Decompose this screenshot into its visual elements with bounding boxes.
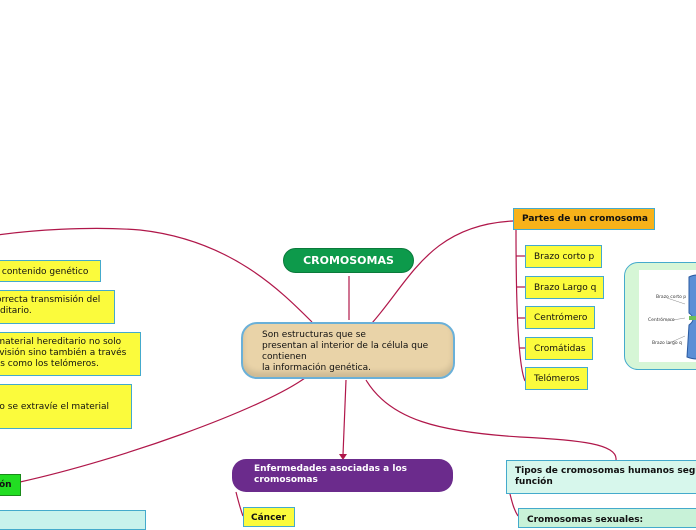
left-node-line: división sino también a través xyxy=(0,348,127,358)
enfermedades-node[interactable]: Enfermedades asociadas a los cromosomas xyxy=(232,459,453,492)
part-node-cromatidas[interactable]: Cromátidas xyxy=(525,337,593,360)
image-label-centromero: Centrómero xyxy=(648,318,675,323)
central-definition-node[interactable]: Son estructuras que se presentan al inte… xyxy=(241,322,455,379)
left-node-line: l material hereditario no solo xyxy=(0,337,122,347)
tipos-cromosomas-node[interactable]: Tipos de cromosomas humanos segu función xyxy=(506,460,696,494)
connector-center-left-bottom xyxy=(19,377,306,483)
connector-center-left-top xyxy=(0,227,313,323)
left-node-4[interactable]: e o se extravíe el material xyxy=(0,384,132,429)
left-node-line: e o se extravíe el material xyxy=(0,402,109,412)
left-node-2[interactable]: correcta transmisión del reditario. xyxy=(0,290,115,324)
partes-cromosoma-node[interactable]: Partes de un cromosoma xyxy=(513,208,655,230)
part-node-brazo-corto[interactable]: Brazo corto p xyxy=(525,245,602,268)
image-pointer-lines xyxy=(667,297,686,345)
enfermedades-line: cromosomas xyxy=(254,475,318,485)
connector-center-enf xyxy=(342,379,347,456)
definition-line: contienen xyxy=(262,352,307,362)
enfermedades-line: Enfermedades asociadas a los xyxy=(254,464,407,474)
left-node-line: correcta transmisión del xyxy=(0,295,101,305)
left-node-line: reditario. xyxy=(0,306,32,316)
left-node-green[interactable]: ón xyxy=(0,474,21,496)
connector-enf-cancer xyxy=(235,491,244,517)
image-label-brazo-corto: Brazo corto p xyxy=(656,295,687,300)
connector-center-tipos xyxy=(365,379,617,461)
chromosome-image-node[interactable]: Brazo corto p Centrómero Brazo largo q xyxy=(624,262,696,370)
definition-line: presentan al interior de la célula que xyxy=(262,341,429,351)
image-label-brazo-largo: Brazo largo q xyxy=(652,341,682,346)
connector-tipos-sexuales xyxy=(509,493,519,517)
definition-line: Son estructuras que se xyxy=(262,330,366,340)
definition-line: la información genética. xyxy=(262,363,371,373)
left-node-3[interactable]: l material hereditario no solo división … xyxy=(0,332,141,376)
left-node-1[interactable]: el contenido genético xyxy=(0,260,101,282)
tipos-line: Tipos de cromosomas humanos segu xyxy=(515,466,696,476)
enfermedad-node-cancer[interactable]: Cáncer xyxy=(243,507,295,527)
arrowhead-enf xyxy=(339,454,347,460)
left-node-bottom[interactable] xyxy=(0,510,146,530)
chromosome-image: Brazo corto p Centrómero Brazo largo q xyxy=(639,270,696,362)
chromosome-icon xyxy=(686,274,696,360)
tipo-node-sexuales[interactable]: Cromosomas sexuales: xyxy=(518,508,696,528)
left-node-line: ras como los telómeros. xyxy=(0,359,99,369)
part-node-telomeros[interactable]: Telómeros xyxy=(525,367,588,390)
left-node-line: el contenido genético xyxy=(0,267,89,277)
part-node-brazo-largo[interactable]: Brazo Largo q xyxy=(525,276,604,299)
tipos-line: función xyxy=(515,477,553,487)
connector-partes-spine xyxy=(515,229,526,382)
connector-center-partes xyxy=(371,220,514,324)
part-node-centromero[interactable]: Centrómero xyxy=(525,306,595,329)
root-node-cromosomas[interactable]: CROMOSOMAS xyxy=(283,248,414,273)
